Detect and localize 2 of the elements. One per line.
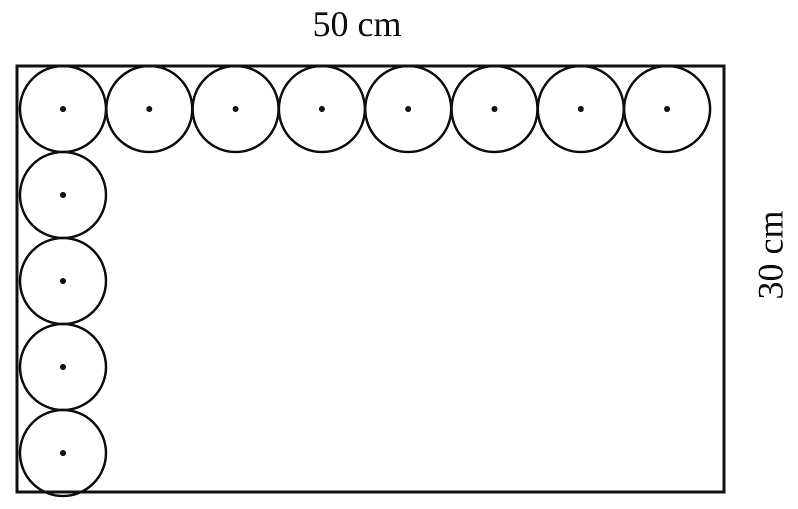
dimension-label: 30 cm	[752, 210, 788, 300]
dimension-label: 50 cm	[312, 6, 402, 42]
